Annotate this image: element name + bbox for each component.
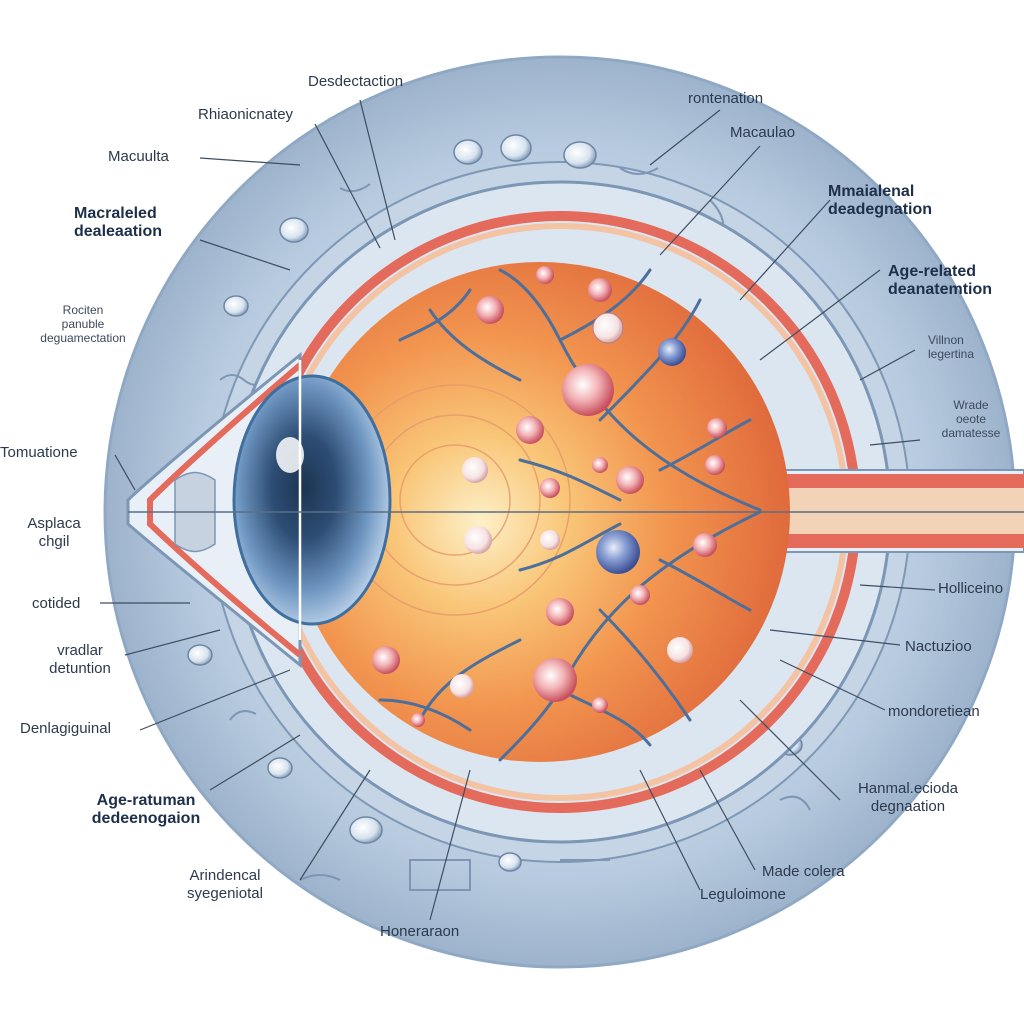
label-vradlar-detuntion: vradlar detuntion xyxy=(30,642,130,678)
label-villnon-legertina: Villnon legertina xyxy=(928,333,974,361)
label-macraleled-dealeaation: Macraleled dealeaation xyxy=(74,205,162,241)
label-line: syegeniotal xyxy=(187,885,263,902)
label-line: Rociten xyxy=(62,303,104,317)
pupil-highlight xyxy=(276,437,304,473)
label-macuulta: Macuulta xyxy=(108,148,169,165)
label-asplaca-chgil: Asplaca chgil xyxy=(12,515,96,551)
label-line: dealeaation xyxy=(74,223,163,240)
label-line: Villnon xyxy=(928,333,964,347)
label-mondoretiean: mondoretiean xyxy=(888,703,980,720)
label-line: dedeenogaion xyxy=(91,810,201,827)
label-line: deadegnation xyxy=(828,201,933,218)
label-age-related-deanatemtion: Age-related deanatemtion xyxy=(888,263,992,299)
label-cotided: cotided xyxy=(32,595,81,612)
label-arindencal-syegeniotal: Arindencal syegeniotal xyxy=(160,867,290,903)
label-mmaialenal-deadegnation: Mmaialenal deadegnation xyxy=(828,183,932,219)
label-line: panuble xyxy=(61,317,105,331)
label-wrade-damatesse: Wrade oeote damatesse xyxy=(925,398,1017,440)
label-holliceino: Holliceino xyxy=(938,580,1004,597)
label-line: vradlar xyxy=(57,642,103,659)
label-line: legertina xyxy=(928,347,975,361)
label-rociten-panuble: Rociten panuble deguamectation xyxy=(18,303,148,345)
iris-icon xyxy=(232,374,392,626)
label-line: deanatemtion xyxy=(888,281,993,298)
label-line: chgil xyxy=(38,533,70,550)
label-hanmal-degnaation: Hanmal.ecioda degnaation xyxy=(838,780,978,816)
label-line: Age-related xyxy=(888,263,977,280)
label-line: Arindencal xyxy=(189,867,261,884)
optic-nerve xyxy=(759,469,1024,553)
label-tomuatione: Tomuatione xyxy=(0,444,78,461)
retinal-lesions xyxy=(372,266,727,727)
leader-lines xyxy=(100,99,936,921)
label-line: Hanmal.ecioda xyxy=(857,780,959,797)
label-honeraraon: Honeraraon xyxy=(380,923,460,940)
label-line: Macraleled xyxy=(74,205,157,222)
label-line: Asplaca xyxy=(27,515,81,532)
label-rhiaonicnatey: Rhiaonicnatey xyxy=(198,106,294,123)
label-rontenation: rontenation xyxy=(688,90,764,107)
label-line: Mmaialenal xyxy=(828,183,915,200)
label-line: degnaation xyxy=(870,798,946,815)
label-line: detuntion xyxy=(49,660,111,677)
label-macaulao: Macaulao xyxy=(730,124,796,141)
label-line: oeote xyxy=(955,412,987,426)
label-line: damatesse xyxy=(941,426,1001,440)
label-line: Wrade xyxy=(953,398,989,412)
label-line: deguamectation xyxy=(40,331,126,345)
label-desdectaction: Desdectaction xyxy=(308,73,404,90)
label-leguloimone: Leguloimone xyxy=(700,886,786,903)
label-line: Age-ratuman xyxy=(96,792,196,809)
label-made-colera: Made colera xyxy=(762,863,845,880)
label-denlagiguinal: Denlagiguinal xyxy=(20,720,111,737)
label-age-ratuman-dedeenogaion: Age-ratuman dedeenogaion xyxy=(76,792,216,828)
label-nactuzioo: Nactuzioo xyxy=(905,638,972,655)
